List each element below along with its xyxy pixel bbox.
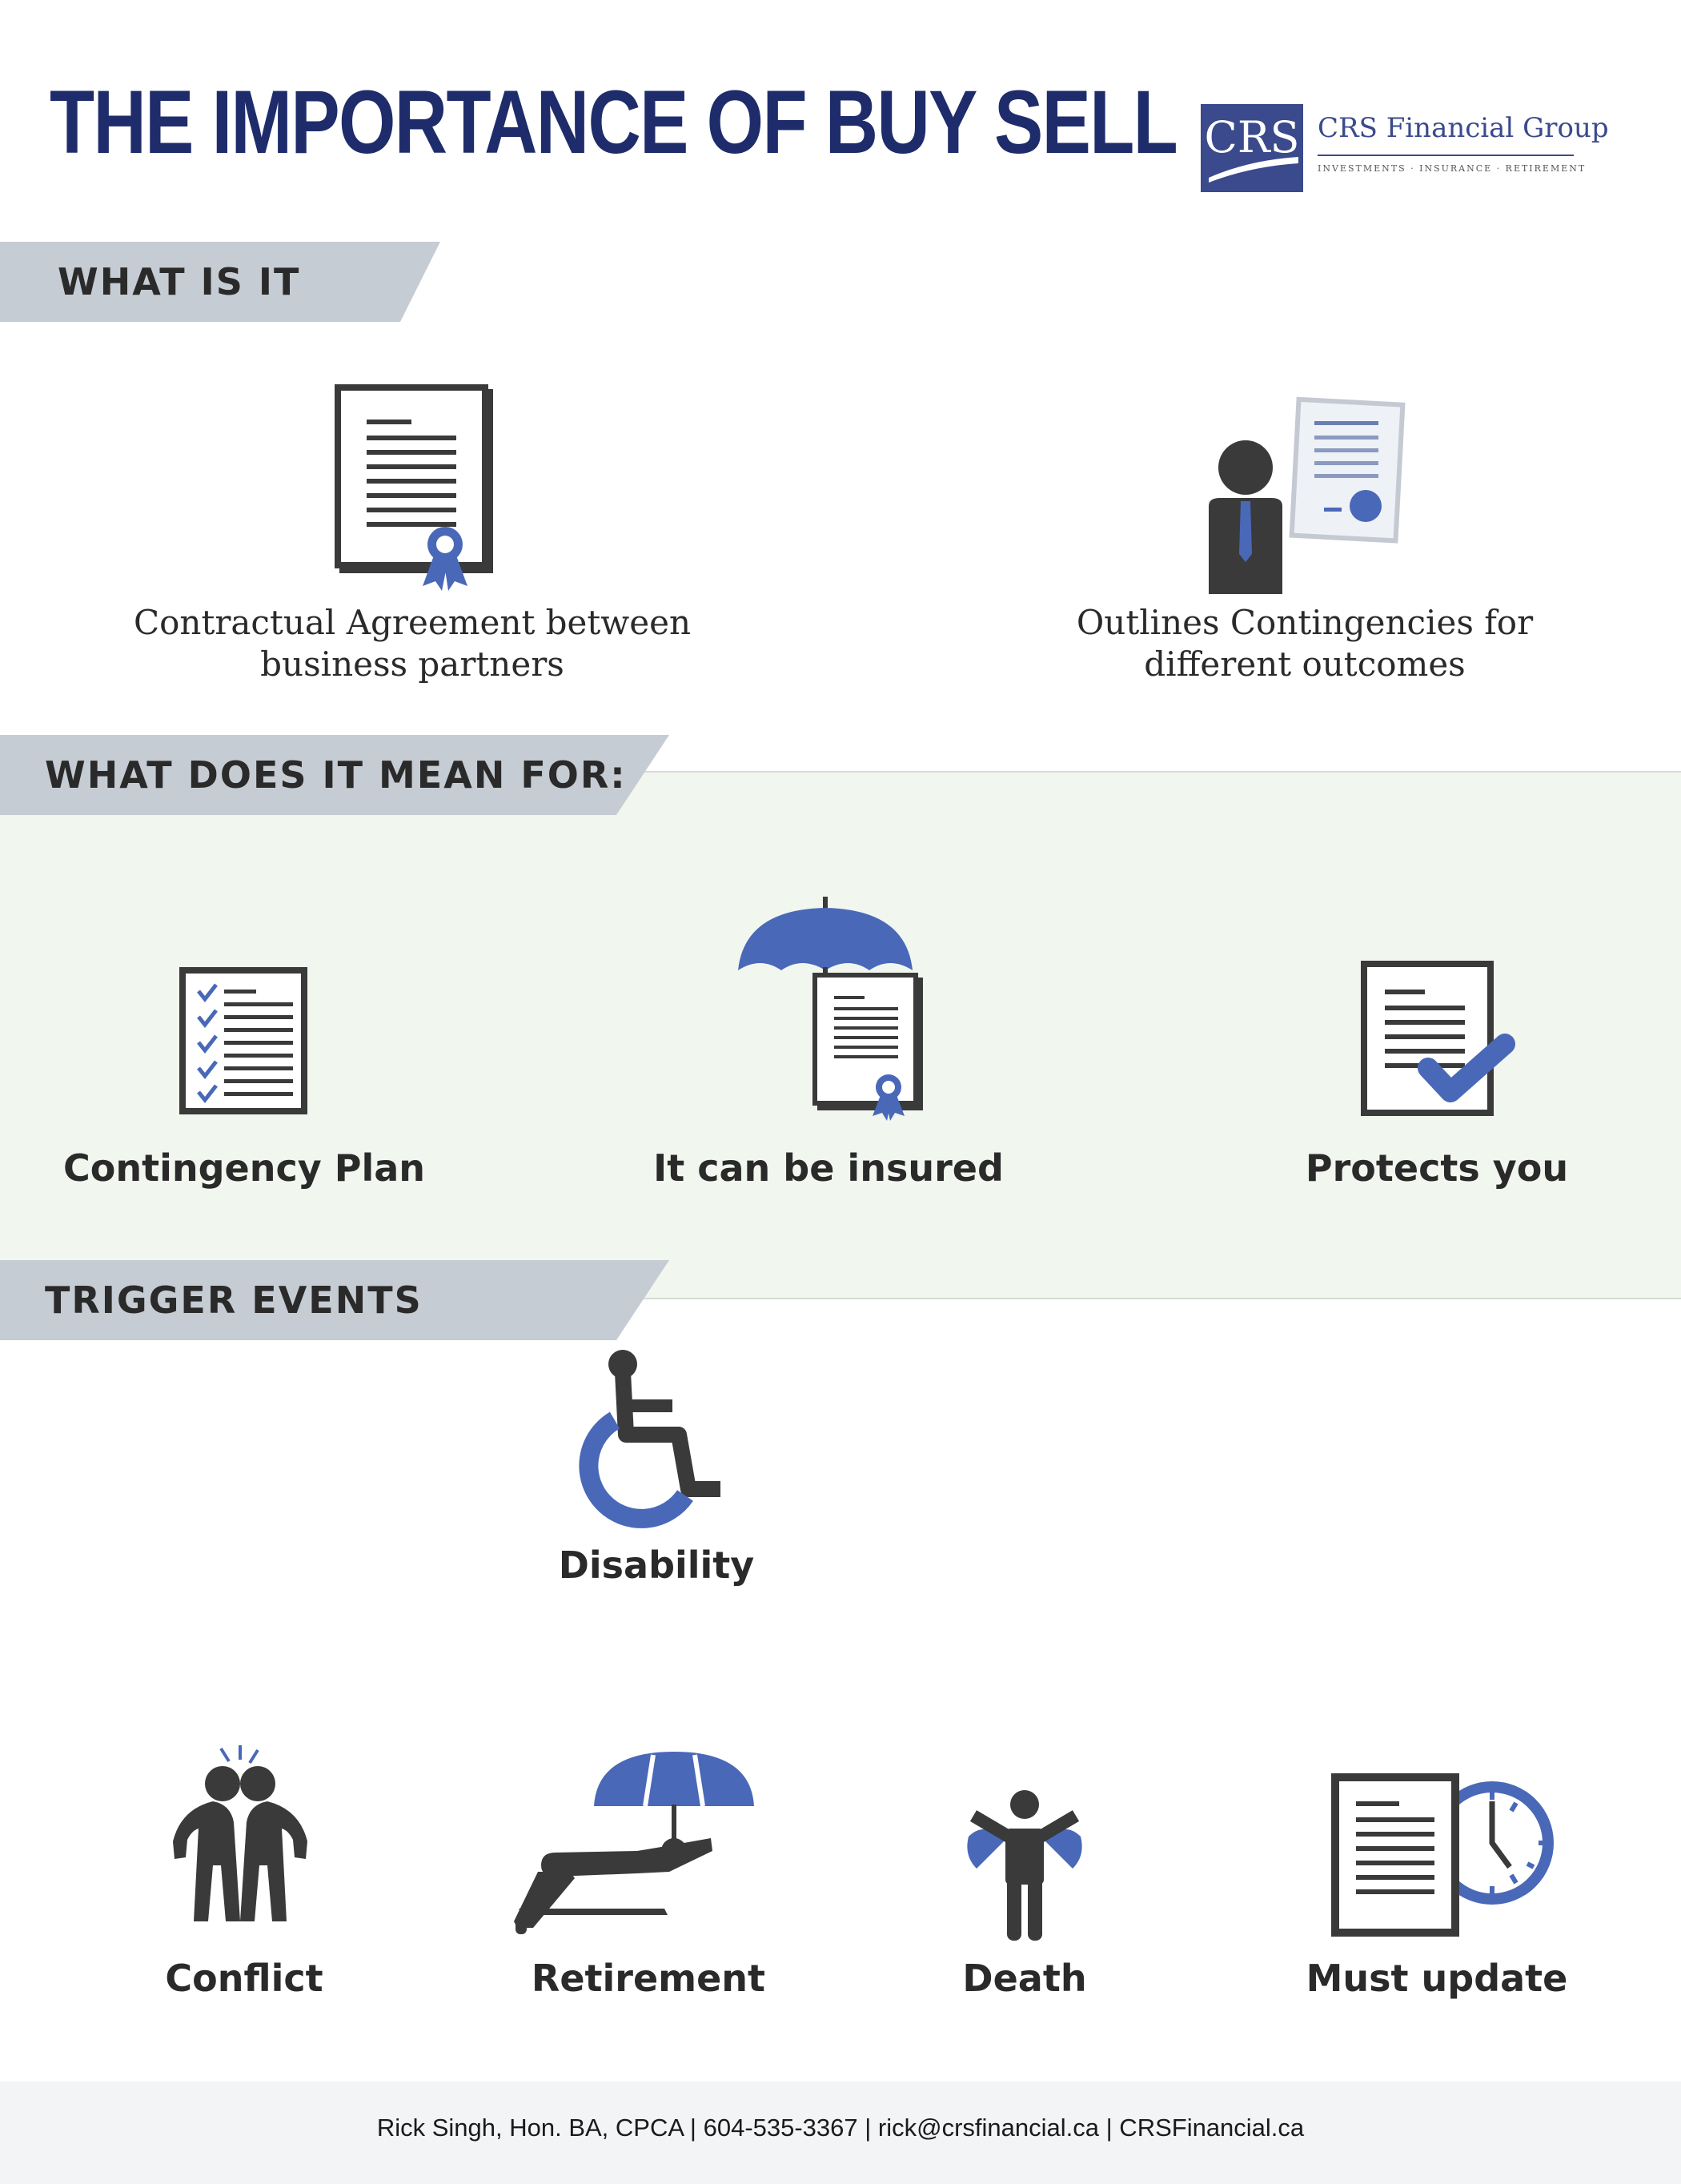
banner-what-is-it (0, 242, 440, 322)
banner-trigger-events (0, 1260, 669, 1340)
conflict-people-icon (173, 1745, 307, 1921)
heading-what-is-it: WHAT IS IT (58, 260, 301, 303)
document-clock-icon (1331, 1773, 1554, 1937)
label-protects-you: Protects you (1305, 1146, 1569, 1190)
page-title: THE IMPORTANCE OF BUY SELL (50, 72, 1178, 172)
label-it-can-be-insured: It can be insured (653, 1146, 1004, 1190)
heading-what-does-it-mean: WHAT DOES IT MEAN FOR: (45, 753, 627, 797)
logo-divider (1318, 155, 1574, 156)
caption-line: Contractual Agreement between (133, 603, 692, 642)
angel-figure-icon (967, 1790, 1082, 1941)
logo-name: CRS Financial Group (1318, 112, 1609, 144)
label-contingency-plan: Contingency Plan (62, 1146, 426, 1190)
footer-contact: Rick Singh, Hon. BA, CPCA | 604-535-3367… (376, 2114, 1305, 2142)
logo-swoosh-icon (1209, 157, 1298, 183)
caption-line: different outcomes (1144, 644, 1466, 684)
logo-tagline: INVESTMENTS · INSURANCE · RETIREMENT (1318, 163, 1587, 174)
banner-what-does-it-mean (0, 735, 669, 815)
document-check-icon (1361, 961, 1515, 1116)
businessman-contract-icon (1209, 396, 1406, 594)
checklist-icon (179, 967, 307, 1114)
label-must-update: Must update (1306, 1957, 1568, 2000)
section-divider (640, 771, 1681, 773)
label-disability: Disability (558, 1544, 755, 1587)
caption-contractual-agreement: Contractual Agreement between business p… (120, 602, 704, 685)
umbrella-document-icon (738, 897, 923, 1121)
section-divider (640, 1298, 1681, 1299)
wheelchair-icon (579, 1350, 720, 1528)
company-logo: CRS CRS Financial Group INVESTMENTS · IN… (1201, 104, 1609, 194)
label-death: Death (962, 1957, 1087, 2000)
beach-umbrella-icon (514, 1752, 754, 1934)
label-retirement: Retirement (531, 1957, 766, 2000)
heading-trigger-events: TRIGGER EVENTS (45, 1279, 423, 1322)
footer-bar (0, 2082, 1681, 2184)
caption-outlines-contingencies: Outlines Contingencies for different out… (1001, 602, 1609, 685)
caption-line: Outlines Contingencies for (1076, 603, 1534, 642)
caption-line: business partners (260, 644, 564, 684)
label-conflict: Conflict (165, 1957, 323, 2000)
certificate-document-icon (335, 384, 493, 591)
